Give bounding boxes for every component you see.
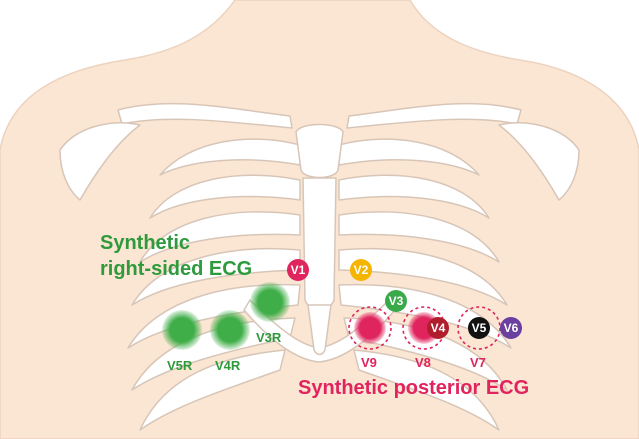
lead-v7-label: V7 bbox=[470, 355, 486, 370]
lead-v8-label: V8 bbox=[415, 355, 431, 370]
lead-v2-badge: V2 bbox=[350, 259, 372, 281]
lead-v5-badge: V5 bbox=[468, 317, 490, 339]
lead-v6-badge: V6 bbox=[500, 317, 522, 339]
posterior-title: Synthetic posterior ECG bbox=[298, 377, 529, 399]
right-sided-title-line1: Synthetic bbox=[100, 232, 190, 254]
lead-v4r-label: V4R bbox=[215, 358, 240, 373]
right-sided-title-line2: right-sided ECG bbox=[100, 258, 252, 280]
lead-v3r-label: V3R bbox=[256, 330, 281, 345]
electrode-v9 bbox=[354, 312, 386, 344]
lead-v5r-label: V5R bbox=[167, 358, 192, 373]
lead-v4-badge: V4 bbox=[427, 317, 449, 339]
sternum bbox=[296, 125, 343, 178]
lead-v3-badge: V3 bbox=[385, 290, 407, 312]
lead-v9-label: V9 bbox=[361, 355, 377, 370]
electrode-v3r bbox=[250, 282, 290, 322]
electrode-v5r bbox=[162, 310, 202, 350]
lead-v1-badge: V1 bbox=[287, 259, 309, 281]
electrode-v4r bbox=[210, 310, 250, 350]
